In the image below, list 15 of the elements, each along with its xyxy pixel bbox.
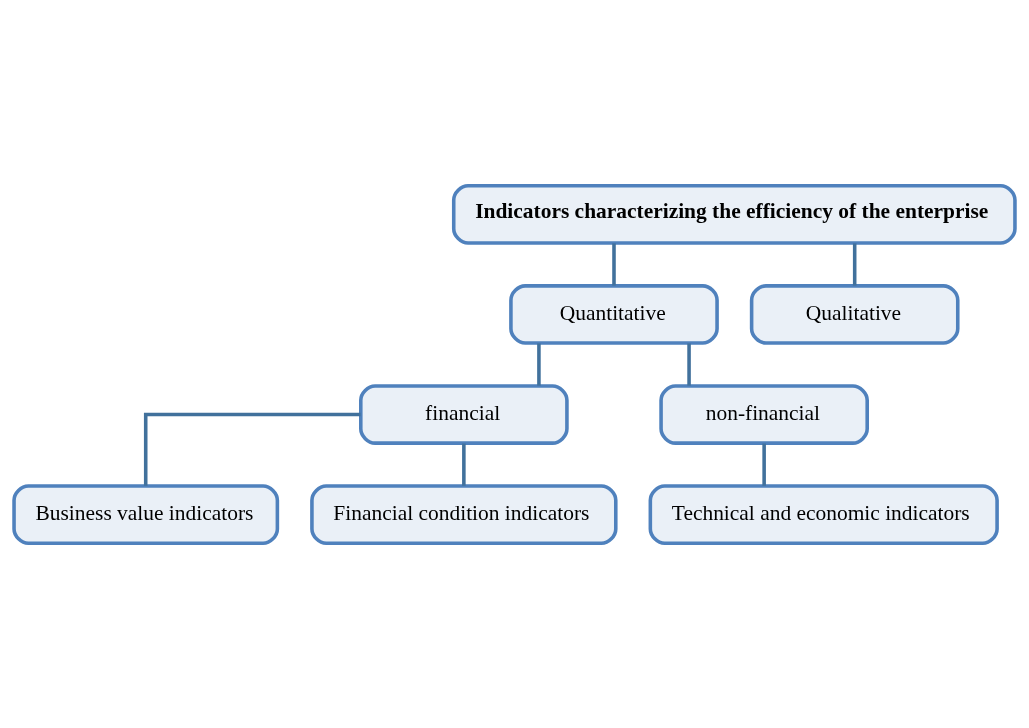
- node-box: Qualitative: [749, 283, 960, 345]
- connector: [687, 342, 691, 386]
- node-box: financial: [359, 383, 569, 445]
- node-box: Technical and economic indicators: [648, 483, 999, 545]
- node-box: Indicators characterizing the efficiency of the enterprise: [451, 183, 1017, 245]
- connector: [852, 242, 857, 286]
- connector: [612, 242, 616, 286]
- connector: [462, 443, 466, 486]
- connector: [537, 342, 541, 386]
- node-box: Business value indicators: [12, 483, 280, 545]
- node-box: non-financial: [659, 383, 869, 445]
- connector: [762, 443, 766, 486]
- node-box: Quantitative: [509, 283, 719, 345]
- connector: [143, 412, 361, 486]
- node-box: Financial condition indicators: [310, 483, 618, 545]
